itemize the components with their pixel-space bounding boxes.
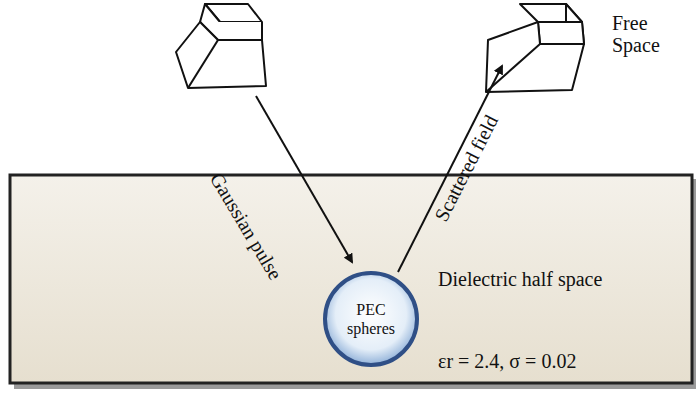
region-label: Free Space [612,12,692,56]
horn-antenna [176,4,266,88]
sphere-node: PEC spheres [322,270,420,368]
scattered-ray [398,66,502,272]
incident-ray [256,96,352,262]
half-space-band: Dielectric half space εr = 2.4, σ = 0.02 P… [10,175,692,383]
horn-antenna [486,4,584,92]
region-label: εr = 2.4, σ = 0.02 [438,349,688,373]
sphere-outline [322,270,420,368]
sphere-label: PEC spheres [334,300,408,338]
region-label: Dielectric half space [438,267,613,291]
